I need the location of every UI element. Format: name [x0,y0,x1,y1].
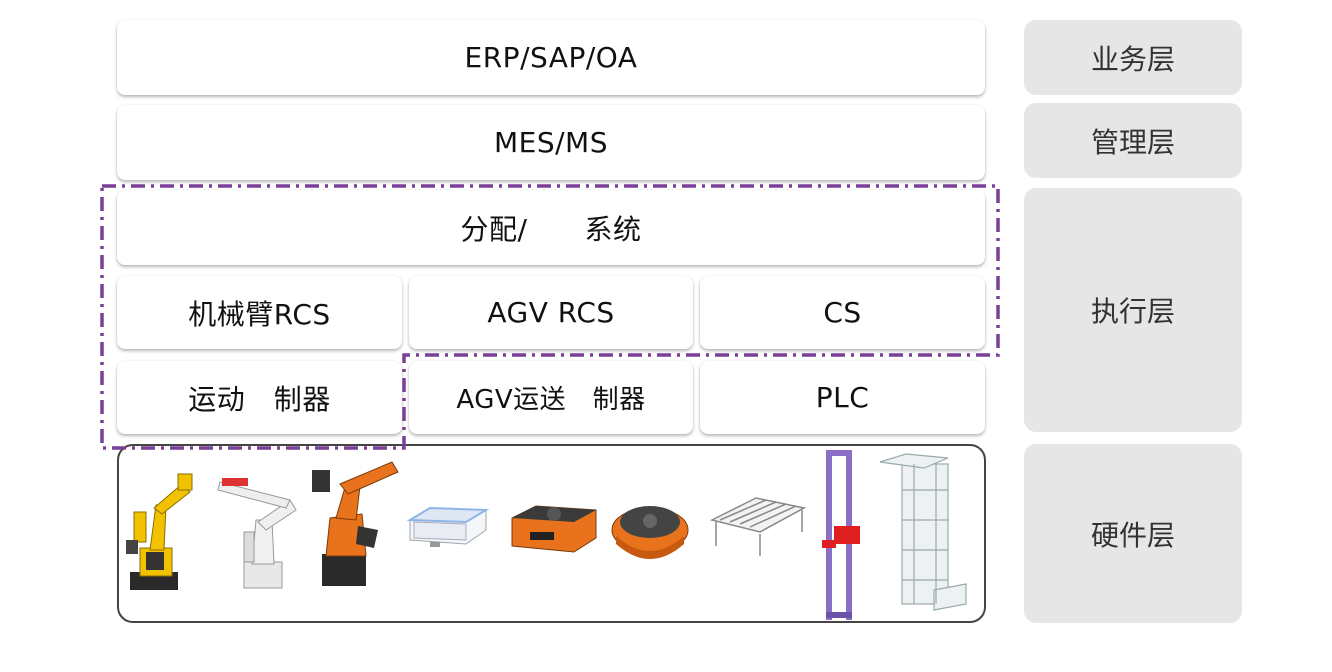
orange-agv-icon [511,505,597,553]
orange-round-agv-icon [611,506,689,559]
white-robot-arm-icon [217,478,297,589]
management-layer-label: 管理层 [1090,125,1175,159]
orange-robot-arm-icon [312,461,399,586]
execution-layer-label: 执行层 [1090,295,1175,328]
business-layer: 业务层 [1024,20,1242,95]
roller-conveyor-icon [709,497,807,556]
hardware-layer-label: 硬件层 [1090,518,1175,552]
mes-box: MES/MS [117,105,985,180]
blue-agv-icon [406,506,490,547]
vertical-conveyor-icon [879,453,967,611]
management-layer: 管理层 [1024,103,1242,178]
erp-box: ERP/SAP/OA [117,20,985,95]
vertical-lift-icon [822,450,860,620]
execution-layer: 执行层 [1024,188,1242,432]
erp-label: ERP/SAP/OA [464,41,638,74]
mes-label: MES/MS [494,126,608,159]
yellow-robot-arm-icon [126,473,193,590]
business-layer-label: 业务层 [1090,42,1175,76]
hardware-layer: 硬件层 [1024,444,1242,623]
